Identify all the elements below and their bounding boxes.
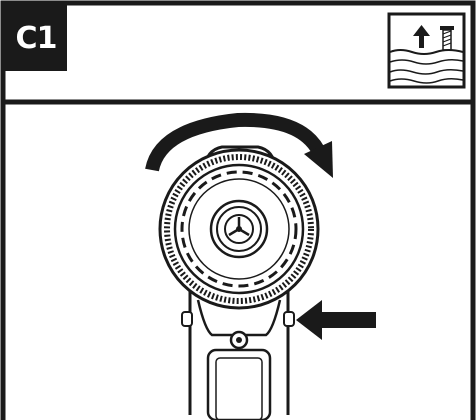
pointer-arrow-icon: [296, 300, 376, 340]
rotation-arrow-icon: [145, 112, 333, 178]
drill-body: [181, 290, 295, 420]
panel-header: C1: [0, 0, 476, 102]
step-label: C1: [5, 5, 67, 71]
drill-chuck: [158, 148, 320, 310]
drilling-into-wood-reverse-icon: [387, 12, 466, 89]
